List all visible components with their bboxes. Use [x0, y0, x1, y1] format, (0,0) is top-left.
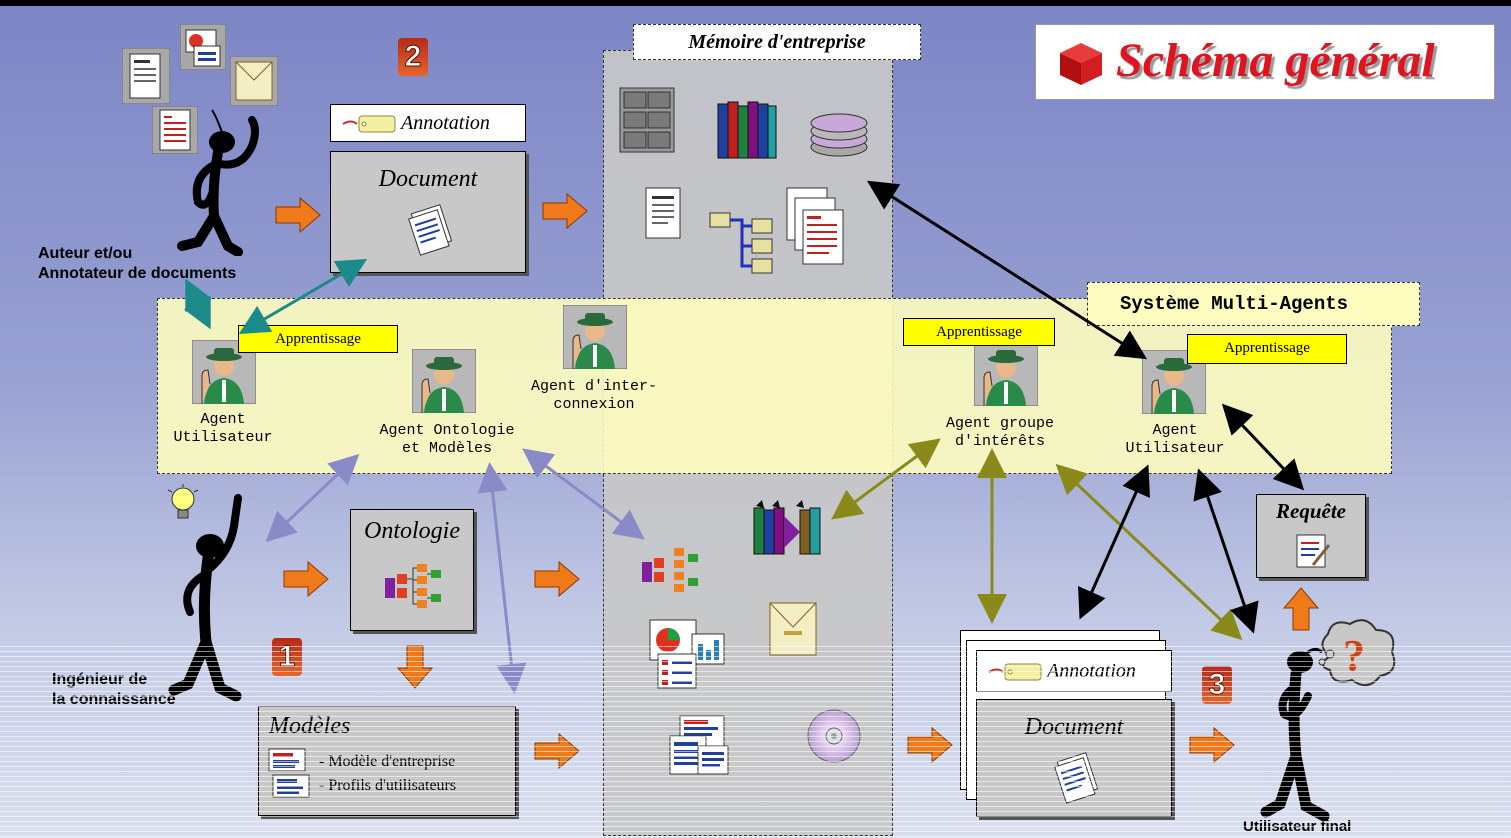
requete-card: Requête [1256, 494, 1366, 578]
document-top-title: Document [378, 166, 478, 192]
chart-icon [649, 619, 725, 689]
arrow-black-2 [1078, 464, 1150, 620]
badge-one: 1 [272, 638, 302, 676]
hierarchy-icon [385, 564, 441, 608]
list-page-icon [152, 106, 198, 154]
modeles-title: Modèles [269, 713, 351, 739]
arrow-lav-2 [477, 462, 527, 694]
ingenieur-label: Ingénieur de la connaissance [52, 671, 176, 708]
arrow-black-4 [1221, 403, 1305, 491]
arrow-teal-2 [238, 258, 368, 335]
documents-icon [408, 204, 453, 256]
tree-icon [709, 212, 773, 274]
question-cloud-icon: ? [1321, 619, 1396, 687]
cube-icon [1060, 43, 1102, 85]
folder-icon [230, 56, 278, 106]
profils-text: - Profils d'utilisateurs [319, 777, 457, 794]
arrow-teal-1 [183, 278, 213, 330]
document-bottom-card: Document [976, 699, 1172, 817]
agent-groupe-label: Agent groupe d'intérêts [945, 415, 1055, 450]
list-page-icon [268, 748, 310, 798]
hierarchy-icon [642, 548, 698, 592]
disk-stack-icon [810, 113, 868, 157]
document-bottom-title: Document [1024, 714, 1124, 740]
document-top-card: Document [330, 151, 526, 273]
process-arrow-7 [1189, 726, 1235, 764]
arrow-lav-3 [522, 448, 645, 540]
process-arrow-2 [542, 192, 588, 230]
process-arrow-3 [283, 560, 329, 598]
page-title: Schéma général [1116, 34, 1435, 87]
arrow-olive-1 [831, 438, 941, 520]
agent-ontologie-icon [411, 348, 477, 414]
svg-text:?: ? [1343, 631, 1365, 680]
annotation-top-box: Annotation [330, 104, 526, 142]
annotation-top-label: Annotation [401, 112, 490, 134]
list-page-icon [669, 715, 729, 775]
process-arrow-down [396, 645, 434, 689]
process-arrow-1 [275, 196, 321, 234]
badge-three: 3 [1202, 666, 1232, 704]
badge-two: 2 [398, 38, 428, 76]
agent-utilisateur-left-label: Agent Utilisateur [173, 411, 273, 446]
modele-entreprise-text: - Modèle d'entreprise [319, 753, 456, 770]
annotation-bottom-label: Annotation [1047, 660, 1136, 682]
process-arrow-up [1282, 587, 1320, 631]
author-figure-icon [177, 109, 259, 256]
agent-utilisateur-right-label: Agent Utilisateur [1125, 422, 1225, 457]
lightbulb-icon [167, 484, 199, 519]
ontologie-title: Ontologie [364, 518, 460, 544]
modeles-card: Modèles - Modèle d'entreprise - Profils … [258, 706, 516, 816]
memoire-title: Mémoire d'entreprise [633, 24, 921, 60]
process-arrow-5 [534, 732, 580, 770]
final-user-figure-icon [1260, 647, 1335, 822]
utilisateur-final-label: Utilisateur final [1243, 818, 1352, 835]
stacked-docs-icon [786, 187, 844, 265]
arrow-black-1 [866, 180, 1148, 360]
agent-interconnexion-icon [562, 304, 628, 370]
tag-icon [342, 115, 396, 133]
query-page-icon [1296, 534, 1331, 568]
folder-icon [769, 602, 817, 656]
agent-interconnexion-label: Agent d'inter- connexion [530, 378, 658, 413]
books-icon [717, 101, 777, 159]
arrow-lav-1 [265, 453, 360, 543]
books-icon [753, 500, 821, 555]
documents-icon [1054, 752, 1099, 804]
cd-icon [807, 709, 861, 763]
chart-icon [180, 24, 226, 70]
apprentissage-label-3: Apprentissage [1187, 334, 1347, 364]
agent-ontologie-label: Agent Ontologie et Modèles [379, 422, 515, 457]
requete-title: Requête [1276, 499, 1346, 523]
ontologie-card: Ontologie [350, 509, 474, 631]
filing-cabinet-icon [619, 87, 675, 153]
title-box: Schéma général [1035, 24, 1495, 100]
process-arrow-4 [534, 560, 580, 598]
auteur-label: Auteur et/ou Annotateur de documents [38, 245, 237, 282]
arrow-olive-3 [1055, 463, 1243, 641]
document-icon [645, 187, 681, 239]
page-scan-icon [122, 48, 170, 104]
engineer-figure-icon [168, 494, 242, 702]
annotation-bottom-box: Annotation [976, 650, 1172, 692]
arrows-layer [183, 180, 1320, 770]
tag-icon [988, 663, 1042, 681]
process-arrow-6 [907, 726, 953, 764]
arrow-black-3 [1193, 468, 1259, 634]
